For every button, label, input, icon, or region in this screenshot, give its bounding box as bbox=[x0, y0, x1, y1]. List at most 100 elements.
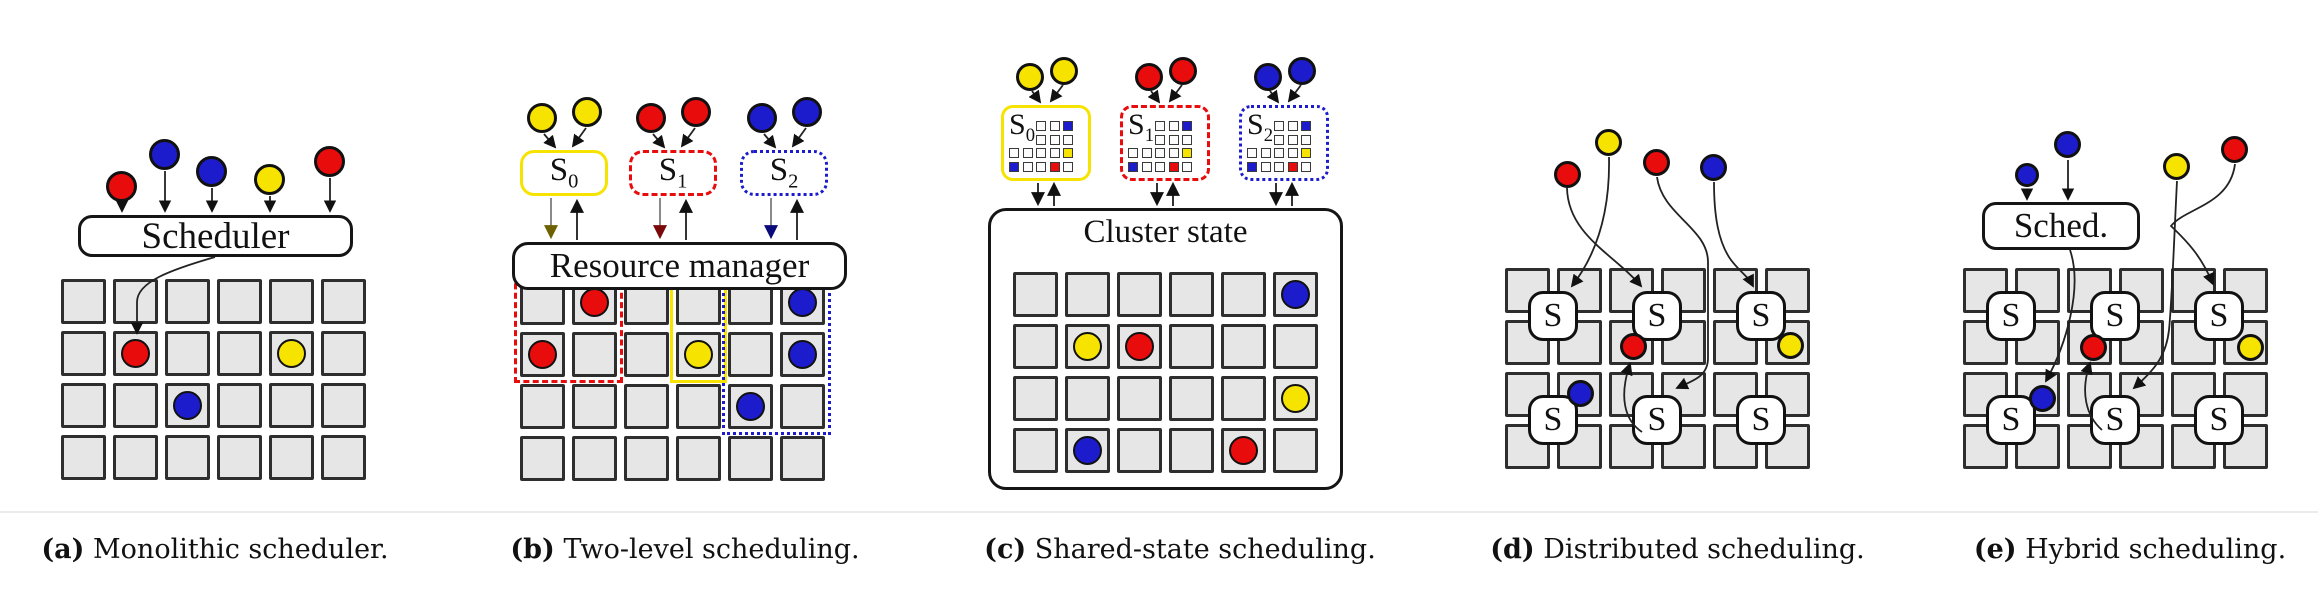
mini-cell bbox=[1301, 161, 1311, 172]
task-dot-yellow bbox=[1073, 332, 1102, 361]
task-dot-blue bbox=[736, 392, 765, 421]
task-route-arrow bbox=[2169, 163, 2236, 286]
machine-cell bbox=[728, 436, 773, 481]
mini-cell bbox=[1049, 148, 1060, 158]
machine-cell bbox=[780, 384, 825, 429]
mini-cell bbox=[1155, 121, 1165, 131]
mini-cell bbox=[1287, 148, 1298, 158]
task-circle bbox=[1643, 149, 1670, 176]
scheduler-s2-label: S2 bbox=[769, 152, 799, 193]
task-dot-yellow bbox=[684, 340, 713, 369]
mini-cell bbox=[1049, 134, 1060, 145]
mini-cell bbox=[1022, 161, 1033, 172]
task-circle bbox=[747, 103, 777, 133]
resource-manager-box: Resource manager bbox=[512, 242, 847, 290]
mini-cell-red bbox=[1049, 161, 1060, 172]
machine-cell bbox=[1169, 272, 1214, 317]
machine-grid bbox=[1013, 272, 1318, 473]
machine-cell bbox=[572, 332, 617, 377]
machine-cell bbox=[1273, 324, 1318, 369]
mini-cell bbox=[1287, 134, 1298, 145]
placed-task-dot bbox=[2029, 385, 2056, 412]
machine-cell bbox=[1065, 272, 1110, 317]
machine-cell bbox=[1505, 424, 1550, 469]
allocation-outline-s1 bbox=[514, 274, 623, 383]
machine-cell bbox=[2171, 424, 2216, 469]
worker-scheduler-box: S bbox=[1986, 291, 2036, 341]
machine-cell bbox=[269, 383, 314, 428]
task-circle bbox=[1288, 57, 1316, 85]
machine-cell bbox=[61, 383, 106, 428]
task-circle bbox=[2221, 136, 2248, 163]
machine-cell bbox=[780, 436, 825, 481]
machine-cell bbox=[1169, 376, 1214, 421]
machine-cell bbox=[1013, 324, 1058, 369]
machine-cell bbox=[321, 383, 366, 428]
mini-cell bbox=[1168, 134, 1179, 145]
machine-cell bbox=[728, 384, 773, 429]
placed-task-dot bbox=[1567, 380, 1594, 407]
machine-cell bbox=[676, 384, 721, 429]
machine-cell bbox=[1117, 428, 1162, 473]
machine-cell bbox=[1013, 376, 1058, 421]
machine-cell bbox=[61, 435, 106, 480]
machine-cell bbox=[113, 435, 158, 480]
task-circle bbox=[149, 139, 180, 170]
mini-cell bbox=[1274, 134, 1284, 145]
task-dot-blue bbox=[1281, 280, 1310, 309]
machine-cell bbox=[217, 383, 262, 428]
mini-cell-blue bbox=[1182, 121, 1192, 131]
task-circle bbox=[1700, 154, 1727, 181]
worker-scheduler-box: S bbox=[2194, 395, 2244, 445]
machine-cell bbox=[165, 383, 210, 428]
mini-cell-red bbox=[1287, 161, 1298, 172]
machine-cell bbox=[165, 331, 210, 376]
task-circle bbox=[1050, 57, 1078, 85]
mini-cell-yellow bbox=[1301, 148, 1311, 158]
mini-cell bbox=[1155, 161, 1165, 172]
machine-cell bbox=[1117, 376, 1162, 421]
task-circle bbox=[792, 97, 822, 127]
task-circle bbox=[196, 156, 227, 187]
worker-scheduler-box: S bbox=[1736, 395, 1786, 445]
mini-cell bbox=[1155, 134, 1165, 145]
mini-cell-red bbox=[1168, 161, 1179, 172]
scheduler-s0-box: S0 bbox=[520, 150, 608, 196]
task-dot-blue bbox=[788, 340, 817, 369]
task-dot-blue bbox=[173, 391, 202, 420]
machine-cell bbox=[61, 331, 106, 376]
task-circle bbox=[1554, 161, 1581, 188]
task-circle bbox=[2015, 163, 2039, 187]
scheduler-s1-label: S1 bbox=[1128, 108, 1154, 146]
machine-grid bbox=[61, 279, 366, 480]
machine-cell bbox=[61, 279, 106, 324]
scheduler-box: Scheduler bbox=[78, 215, 353, 257]
task-circle bbox=[1169, 57, 1197, 85]
allocation-outline-s0 bbox=[670, 274, 727, 383]
machine-cell bbox=[1273, 428, 1318, 473]
mini-cell bbox=[1274, 161, 1284, 172]
machine-cell bbox=[624, 332, 669, 377]
scheduler-s0-label: S0 bbox=[1009, 108, 1035, 146]
task-arrow bbox=[571, 127, 587, 148]
worker-scheduler-box: S bbox=[2090, 291, 2140, 341]
caption-c: (c) Shared-state scheduling. bbox=[984, 534, 1376, 565]
caption-e: (e) Hybrid scheduling. bbox=[1973, 534, 2287, 565]
mini-cell-blue bbox=[1063, 121, 1073, 131]
task-dot-yellow bbox=[277, 339, 306, 368]
mini-cell-blue bbox=[1301, 121, 1311, 131]
task-arrow bbox=[680, 127, 696, 148]
task-circle bbox=[1595, 129, 1622, 156]
task-dot-yellow bbox=[1281, 384, 1310, 413]
machine-cell bbox=[165, 279, 210, 324]
task-circle bbox=[527, 103, 557, 133]
machine-cell bbox=[572, 436, 617, 481]
scheduler-s2-box: S2 bbox=[1239, 105, 1329, 181]
mini-cell bbox=[1182, 161, 1192, 172]
caption-a: (a) Monolithic scheduler. bbox=[41, 534, 389, 565]
machine-cell bbox=[728, 332, 773, 377]
local-state-minigrid bbox=[1247, 121, 1311, 172]
machine-cell bbox=[624, 436, 669, 481]
task-circle bbox=[1254, 63, 1282, 91]
